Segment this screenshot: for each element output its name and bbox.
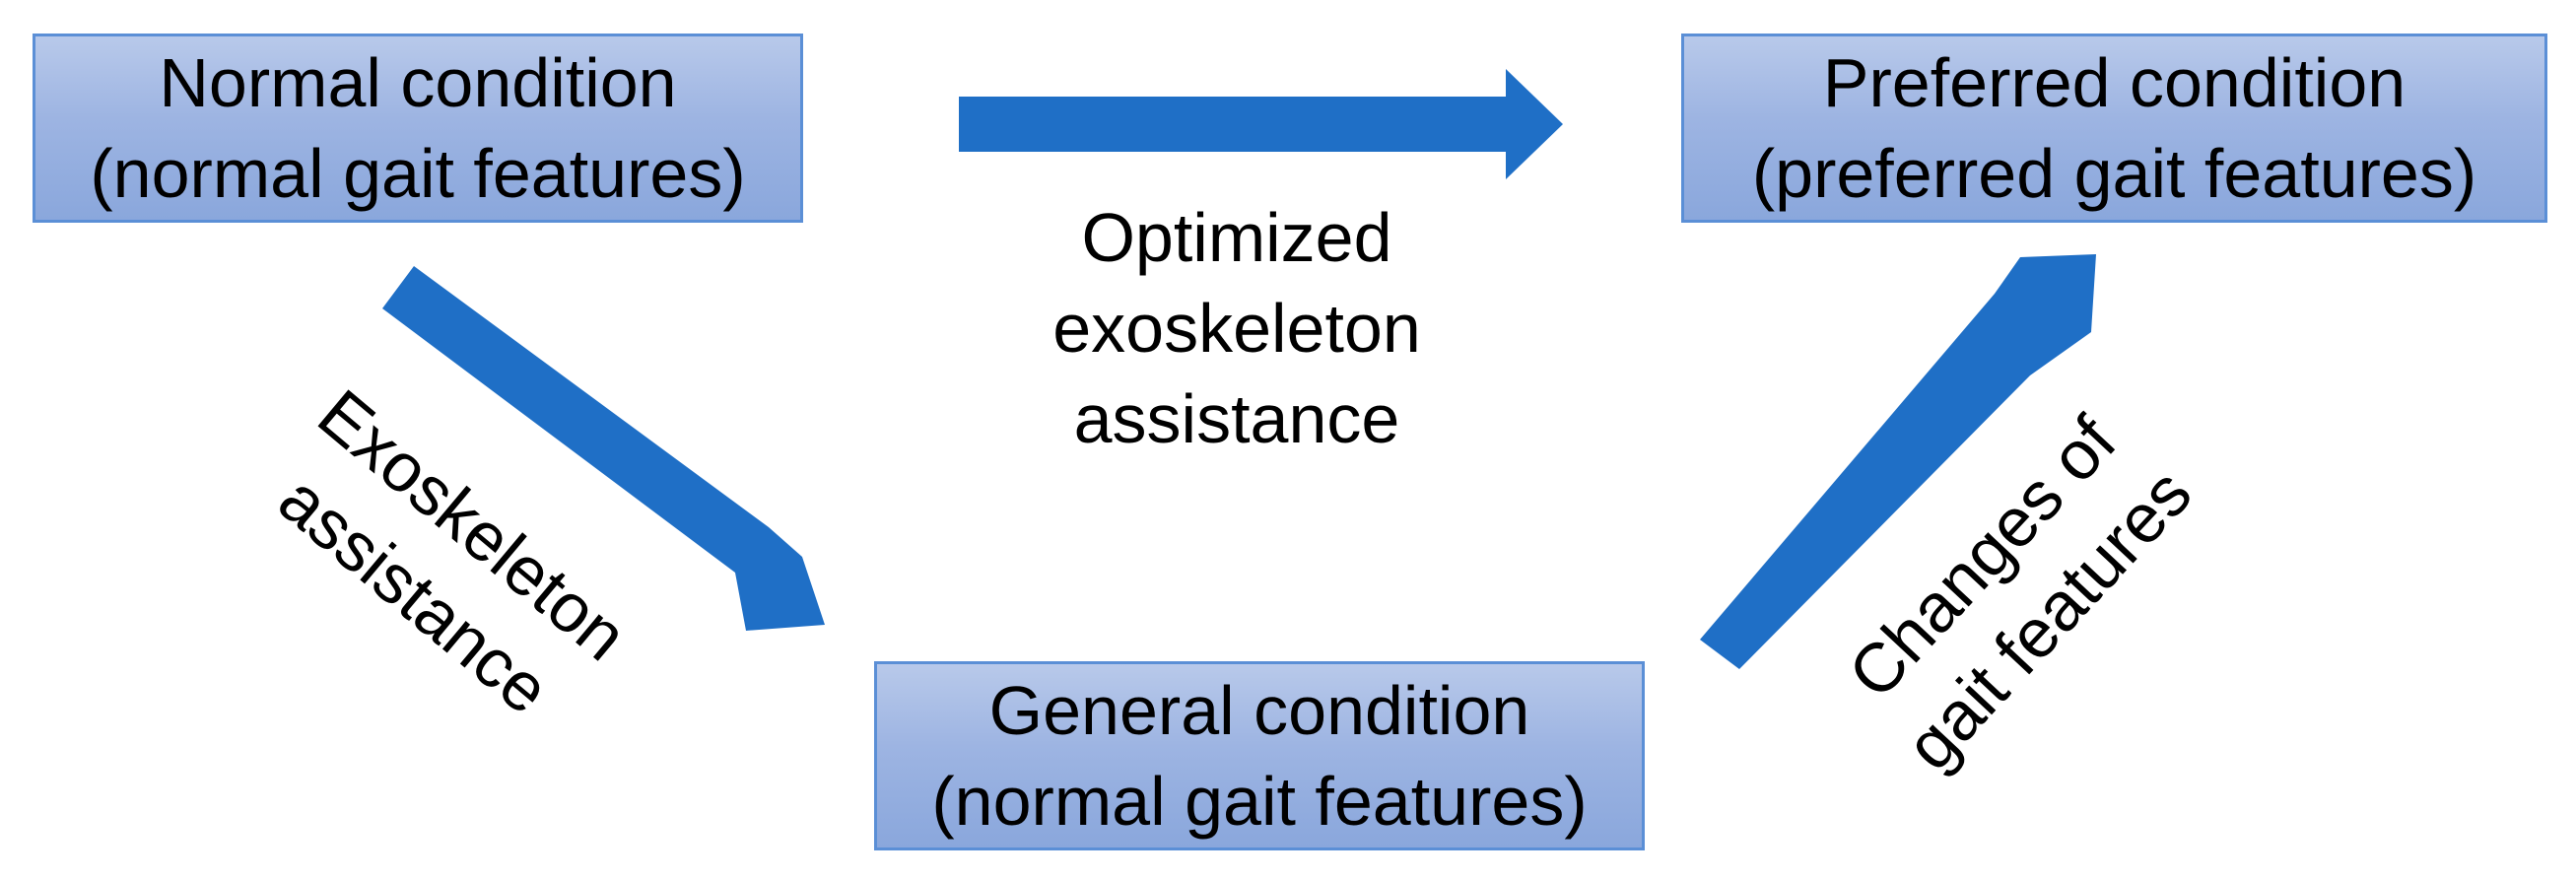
node-normal-condition: Normal condition (normal gait features) [33,34,803,223]
label-optimized-line1: Optimized [1081,199,1392,276]
node-general-condition: General condition (normal gait features) [874,661,1645,850]
node-general-condition-subtitle: (normal gait features) [931,763,1588,840]
node-preferred-condition: Preferred condition (preferred gait feat… [1681,34,2547,223]
arrow-exoskeleton [382,266,825,631]
node-general-condition-title: General condition [988,672,1530,749]
node-normal-condition-title: Normal condition [159,44,677,121]
node-preferred-condition-title: Preferred condition [1822,44,2407,121]
arrow-optimized [959,69,1563,179]
node-preferred-condition-subtitle: (preferred gait features) [1751,135,2477,212]
node-normal-condition-subtitle: (normal gait features) [90,135,746,212]
arrow-changes [1700,254,2096,669]
label-optimized-assistance: Optimized exoskeleton assistance [990,192,1483,464]
label-optimized-line3: assistance [1073,380,1400,457]
label-optimized-line2: exoskeleton [1052,290,1421,367]
